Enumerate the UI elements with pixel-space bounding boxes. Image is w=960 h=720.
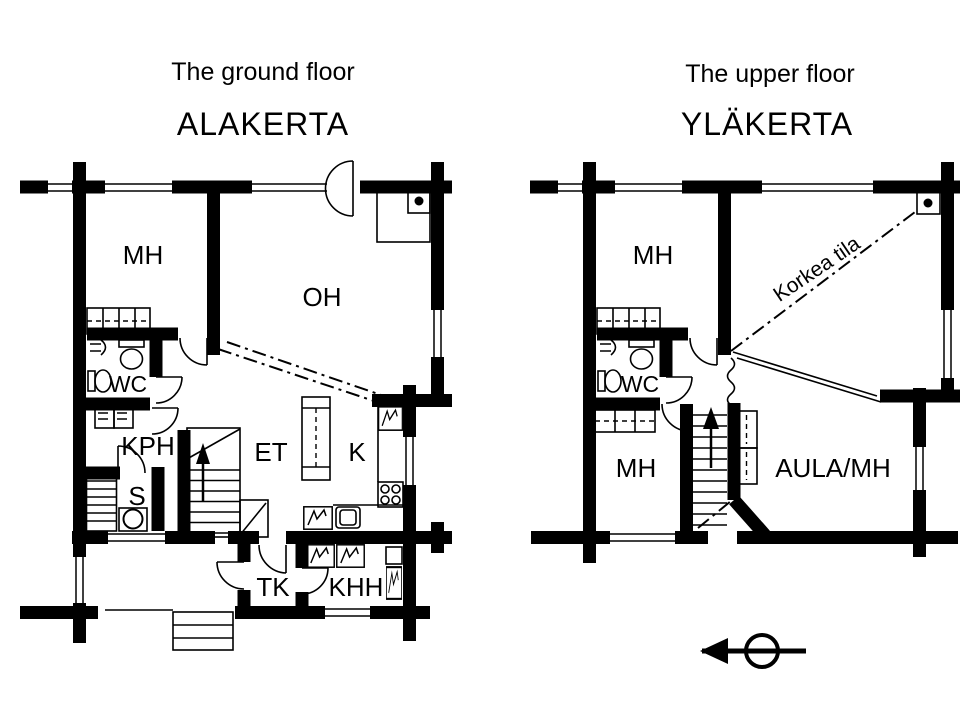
room-label-oh: OH <box>303 282 342 312</box>
ground-stairs <box>186 427 269 538</box>
upper-walls <box>530 162 960 563</box>
ground-floor-title-fi: ALAKERTA <box>177 106 349 142</box>
room-label-wc-upper: WC <box>621 371 659 397</box>
upper-windows <box>558 183 952 542</box>
terrace-steps <box>105 609 234 651</box>
room-label-mh-ground: MH <box>123 240 163 270</box>
room-label-kph: KPH <box>121 431 174 461</box>
break-wavy-line <box>726 357 736 406</box>
titles: The ground floor ALAKERTA The upper floo… <box>171 58 855 142</box>
ground-windows <box>48 183 442 617</box>
front-door-arc <box>324 160 354 217</box>
room-label-tk: TK <box>256 572 290 602</box>
upper-wardrobe <box>594 409 656 433</box>
room-label-k: K <box>348 437 366 467</box>
open-space-lines <box>217 341 382 402</box>
upper-stairs <box>693 407 758 529</box>
room-label-khh: KHH <box>329 572 384 602</box>
stairs-up-arrow <box>196 443 210 464</box>
kph-appliances <box>94 406 134 429</box>
stairs-up-arrow-upper <box>703 407 719 429</box>
room-label-sauna: S <box>128 481 145 511</box>
room-label-et: ET <box>254 437 287 467</box>
room-label-wc-ground: WC <box>109 371 147 397</box>
ground-door-arcs <box>117 407 329 595</box>
upper-floor-title-fi: YLÄKERTA <box>681 106 853 142</box>
high-space-line <box>730 211 916 352</box>
chimney <box>916 191 941 215</box>
fireplace <box>376 188 431 243</box>
ground-floor-title-en: The ground floor <box>171 58 354 86</box>
railing-lines <box>732 351 882 403</box>
upper-door-arcs <box>661 403 691 432</box>
kitchen-fixtures <box>301 396 404 530</box>
ground-floor-plan: MH OH WC KPH S ET K TK KHH <box>20 160 452 651</box>
khh-appliances <box>306 544 403 600</box>
room-label-mh-upper-lower: MH <box>616 453 656 483</box>
sauna-fixtures <box>85 472 148 532</box>
north-arrow-icon <box>700 633 806 669</box>
upper-floor-title-en: The upper floor <box>685 60 855 88</box>
room-label-mh-upper-top: MH <box>633 240 673 270</box>
room-label-aula: AULA/MH <box>775 453 891 483</box>
